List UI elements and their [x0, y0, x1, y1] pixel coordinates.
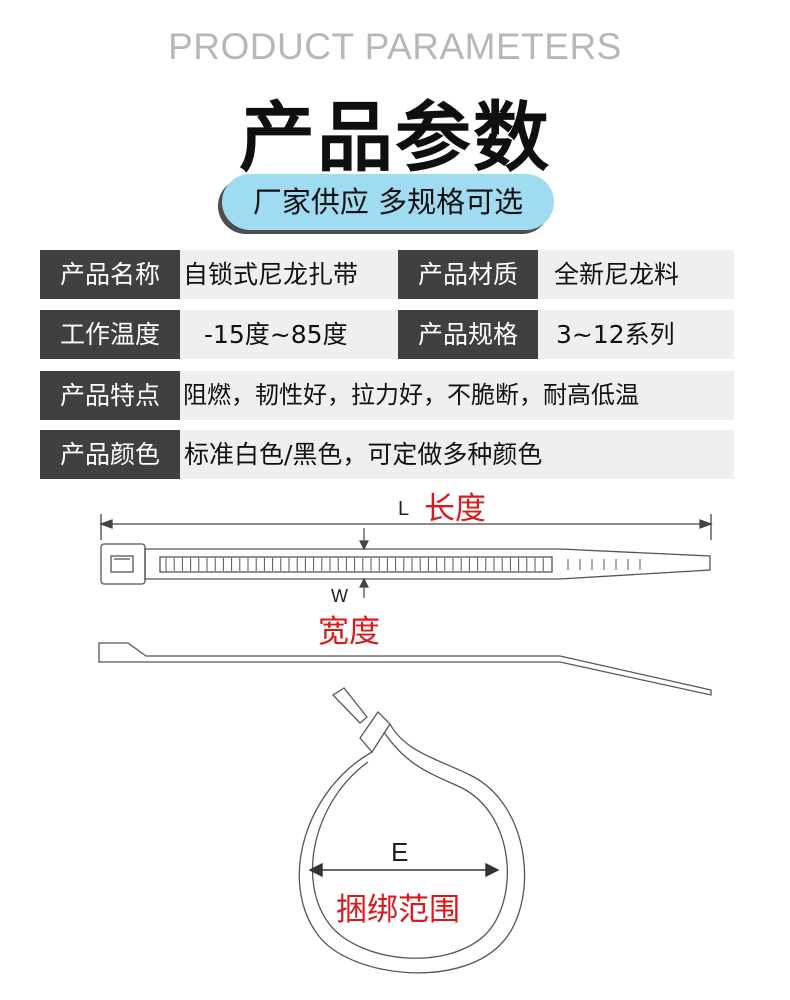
param-label-name: 产品名称 [40, 250, 180, 299]
cable-tie-side-view [98, 642, 712, 696]
cable-tie-loop-view [298, 687, 526, 974]
param-row-name-material: 产品名称 自锁式尼龙扎带 产品材质 全新尼龙料 [40, 250, 734, 299]
en-title: PRODUCT PARAMETERS [168, 26, 622, 67]
param-value-temp: -15度~85度 [180, 310, 398, 359]
bundle-dimension [308, 862, 500, 878]
param-value-material: 全新尼龙料 [538, 250, 734, 299]
param-row-temp-spec: 工作温度 -15度~85度 产品规格 3~12系列 [40, 310, 734, 359]
length-dimension [99, 514, 713, 540]
param-value-features: 阻燃，韧性好，拉力好，不脆断，耐高低温 [180, 371, 734, 420]
cable-tie-top-view [100, 543, 711, 585]
param-value-name: 自锁式尼龙扎带 [180, 250, 398, 299]
param-row-color: 产品颜色 标准白色/黑色，可定做多种颜色 [40, 430, 734, 479]
length-letter: L [398, 498, 410, 520]
width-label: 宽度 [318, 614, 380, 650]
param-label-features: 产品特点 [40, 371, 180, 420]
param-label-spec: 产品规格 [398, 310, 538, 359]
length-label: 长度 [424, 491, 486, 527]
supply-badge: 厂家供应 多规格可选 [222, 174, 554, 230]
page-title: 产品参数 [239, 93, 551, 182]
width-dimension [359, 528, 369, 598]
param-label-temp: 工作温度 [40, 310, 180, 359]
param-value-color: 标准白色/黑色，可定做多种颜色 [180, 430, 734, 479]
param-label-color: 产品颜色 [40, 430, 180, 479]
param-label-material: 产品材质 [398, 250, 538, 299]
bundle-label: 捆绑范围 [336, 892, 460, 928]
width-letter: W [331, 586, 348, 606]
param-row-features: 产品特点 阻燃，韧性好，拉力好，不脆断，耐高低温 [40, 371, 734, 420]
bundle-letter: E [391, 837, 409, 867]
param-value-spec: 3~12系列 [538, 310, 734, 359]
